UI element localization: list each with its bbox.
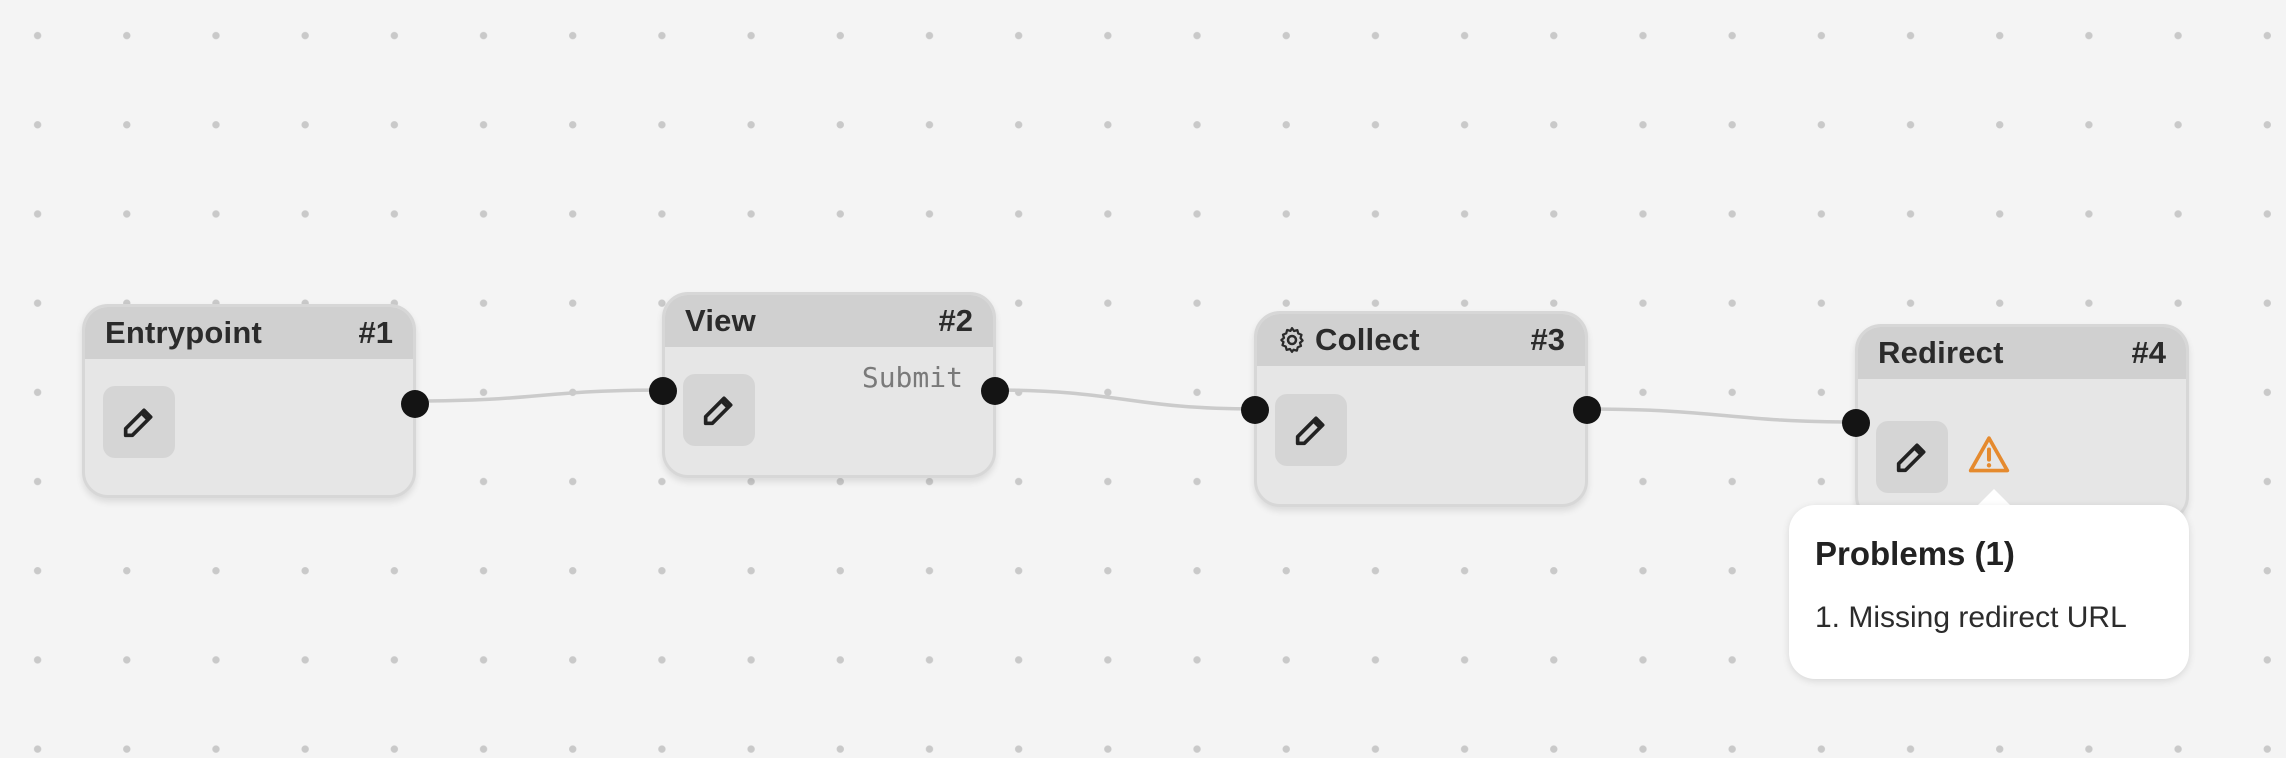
pencil-icon [1896,443,1926,473]
node-body [85,359,413,495]
pencil-icon [703,396,733,426]
node-number: #1 [358,315,393,350]
node-title: Collect [1277,322,1420,358]
edit-button[interactable] [683,374,755,446]
node-body [1858,379,2186,519]
problems-tooltip: Problems (1) 1. Missing redirect URL [1789,505,2189,679]
input-port[interactable] [1241,396,1269,424]
output-label-submit: Submit [861,361,963,394]
node-redirect[interactable]: Redirect #4 [1842,324,2189,522]
problems-title: Problems (1) [1815,535,2015,572]
node-title: View [685,303,756,338]
node-header: Collect #3 [1257,314,1585,366]
node-header: View #2 [665,295,993,347]
node-header: Redirect #4 [1858,327,2186,379]
output-port[interactable] [1573,396,1601,424]
node-body: Submit [665,347,993,475]
node-view[interactable]: View #2 Submit [649,292,1009,478]
node-number: #3 [1530,322,1565,357]
node-number: #2 [938,303,973,338]
node-title: Entrypoint [105,315,262,350]
output-port-submit[interactable] [981,377,1009,405]
node-entrypoint[interactable]: Entrypoint #1 [82,304,429,498]
tooltip-arrow [1977,489,2011,506]
warning-icon[interactable] [1966,433,2012,477]
node-header: Entrypoint #1 [85,307,413,359]
problem-item: 1. Missing redirect URL [1815,601,2127,634]
pencil-icon [1295,416,1325,446]
input-port[interactable] [1842,409,1870,437]
edit-button[interactable] [1876,421,1948,493]
output-port[interactable] [401,390,429,418]
node-body [1257,366,1585,504]
node-number: #4 [2131,335,2166,370]
input-port[interactable] [649,377,677,405]
node-title: Redirect [1878,335,2004,370]
pencil-icon [123,408,153,438]
node-collect[interactable]: Collect #3 [1241,311,1601,507]
node-title-text: Collect [1315,322,1420,357]
gear-icon [1280,327,1304,353]
edit-button[interactable] [1275,394,1347,466]
edit-button[interactable] [103,386,175,458]
